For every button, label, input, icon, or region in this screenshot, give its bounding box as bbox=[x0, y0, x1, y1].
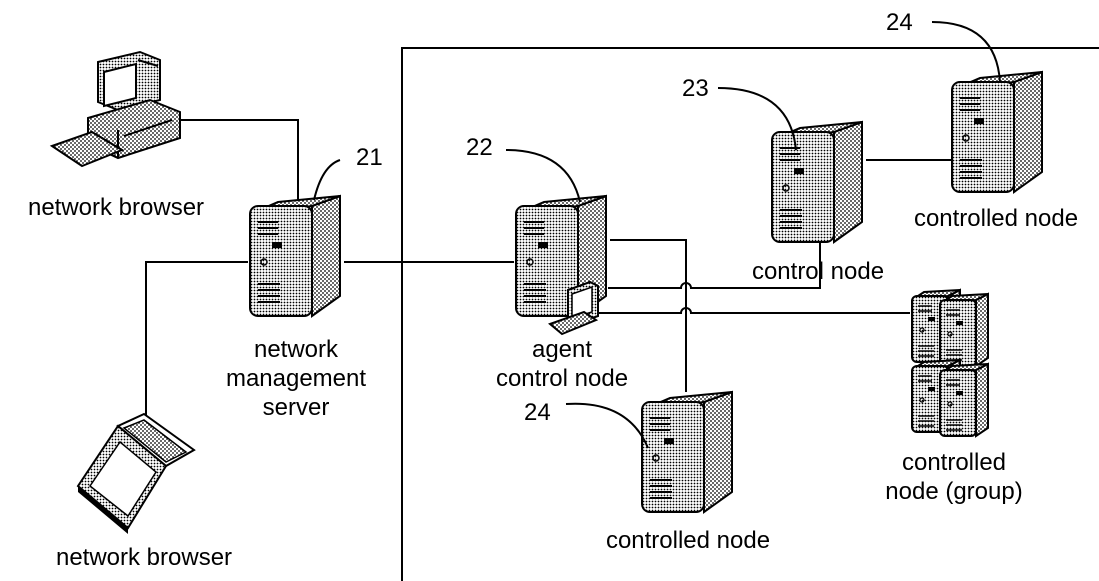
controlled-node-bottom-icon bbox=[641, 391, 733, 513]
ref-24-top: 24 bbox=[886, 9, 913, 36]
ref-24-bottom: 24 bbox=[524, 399, 551, 426]
label-server-line1: network bbox=[254, 336, 339, 363]
label-group-line2: node (group) bbox=[885, 478, 1022, 505]
desktop-computer-icon bbox=[49, 50, 181, 168]
label-network-browser-bottom: network browser bbox=[56, 544, 232, 571]
leader-23 bbox=[717, 87, 797, 151]
controlled-node-group-icon bbox=[911, 289, 989, 437]
leader-24-bottom bbox=[565, 402, 649, 449]
wire-agent-to-controlled-bottom bbox=[610, 239, 687, 392]
label-network-browser-top: network browser bbox=[28, 194, 204, 221]
label-server-line3: server bbox=[263, 394, 330, 421]
ref-21: 21 bbox=[356, 144, 383, 171]
network-management-server-icon bbox=[249, 195, 341, 317]
label-controlled-node-top: controlled node bbox=[914, 205, 1078, 232]
ref-22: 22 bbox=[466, 134, 493, 161]
wire-agent-to-control bbox=[608, 240, 821, 289]
laptop-icon bbox=[76, 412, 196, 534]
controlled-node-top-icon bbox=[951, 71, 1043, 193]
leader-24-top bbox=[931, 21, 1001, 83]
label-server-line2: management bbox=[226, 365, 366, 392]
wire-browser-top-to-server bbox=[180, 119, 299, 205]
domain-boundary bbox=[401, 47, 1099, 581]
leader-22 bbox=[505, 149, 581, 203]
label-control-node: control node bbox=[752, 258, 884, 285]
agent-monitor-icon bbox=[548, 280, 599, 336]
label-agent-line1: agent bbox=[532, 336, 592, 363]
leader-21 bbox=[313, 159, 341, 201]
label-group-line1: controlled bbox=[902, 449, 1006, 476]
wire-agent-to-group bbox=[580, 307, 910, 314]
ref-23: 23 bbox=[682, 75, 709, 102]
wire-laptop-to-server bbox=[145, 261, 248, 420]
control-node-icon bbox=[771, 121, 863, 243]
label-agent-line2: control node bbox=[496, 365, 628, 392]
label-controlled-node-bottom: controlled node bbox=[606, 527, 770, 554]
